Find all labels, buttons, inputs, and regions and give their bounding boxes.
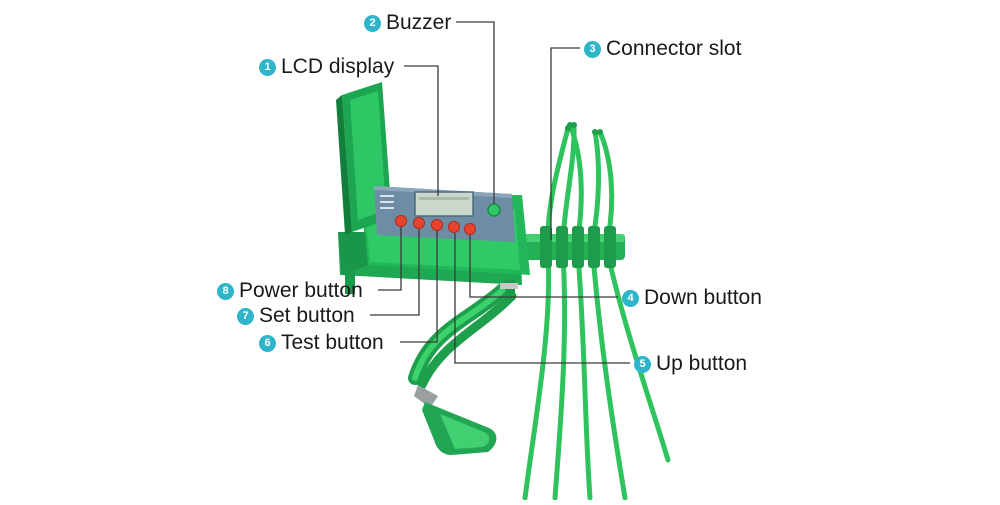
callout-number-badge: 4 [622,289,639,307]
callout-label: Power button [239,279,363,302]
down-button [464,223,476,235]
callout-power-button: 8 Power button [217,279,363,303]
callout-number-badge: 3 [584,40,601,58]
callout-up-button: 5 Up button [634,352,747,376]
callout-connector-slot: 3 Connector slot [584,37,741,61]
callout-set-button: 7 Set button [237,304,355,328]
leader-line-power [378,227,402,291]
control-panel [374,186,515,242]
callout-number-badge: 1 [259,58,276,76]
leader-line-buzzer [456,21,495,204]
lcd-screen [414,191,474,217]
callout-buzzer: 2 Buzzer [364,11,451,35]
leader-line-test [400,231,438,343]
connector-manifold [520,226,625,268]
power-button [395,215,407,227]
leader-line-set [370,229,420,316]
leader-line-down [469,235,618,298]
callout-test-button: 6 Test button [259,331,384,355]
callout-label: Test button [281,331,384,354]
output-tubes [522,122,671,501]
callout-down-button: 4 Down button [622,286,762,310]
test-button [431,219,443,231]
callout-label: Set button [259,304,355,327]
tube-tips [565,122,603,135]
buzzer [487,203,501,217]
leader-line-connector [550,47,580,240]
callout-lcd-display: 1 LCD display [259,55,394,79]
callout-label: Connector slot [606,37,742,60]
callout-number-badge: 8 [217,282,234,300]
leader-line-up [454,233,630,364]
inlet-hose [408,281,517,390]
leader-lines [370,21,630,364]
callout-label: LCD display [281,55,395,78]
set-button [413,217,425,229]
callout-label: Down button [644,286,762,309]
callout-number-badge: 2 [364,14,381,32]
hose-filter [414,385,497,455]
leader-line-lcd [404,65,439,196]
callout-number-badge: 5 [634,355,651,373]
up-button [448,221,460,233]
callout-number-badge: 7 [237,307,254,325]
callout-label: Up button [656,352,748,375]
callout-number-badge: 6 [259,334,276,352]
callout-label: Buzzer [386,11,452,34]
